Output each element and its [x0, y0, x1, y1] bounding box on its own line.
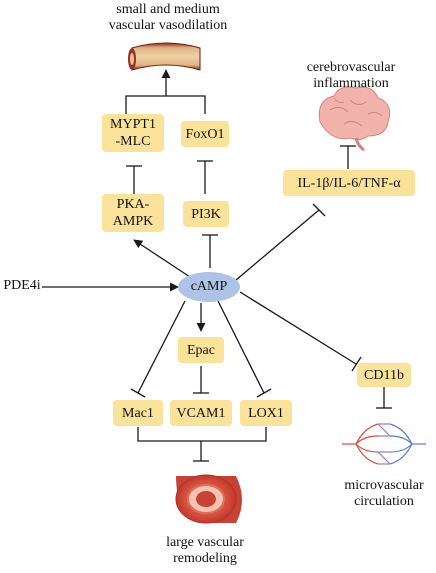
- link-mypt1-bracket: [125, 95, 206, 114]
- artery-cross-section-icon: [175, 474, 242, 524]
- inflammation-label: cerebrovascular inflammation: [306, 60, 396, 91]
- camp-node: cAMP: [178, 272, 240, 302]
- mac1-node: Mac1: [113, 400, 163, 426]
- pde4i-label: PDE4i: [3, 278, 41, 293]
- inhibit-camp-lox1: [217, 300, 265, 394]
- inhibit-camp-il: [235, 209, 320, 281]
- pka-ampk-node: PKA- AMPK: [102, 194, 164, 232]
- pi3k-node: PI3K: [183, 201, 229, 227]
- mypt1-mlc-node: MYPT1 -MLC: [102, 114, 164, 152]
- foxo1-node: FoxO1: [181, 121, 229, 147]
- inhibit-camp-cd11b: [239, 291, 357, 365]
- cytokine-node: IL-1β/IL-6/TNF-α: [283, 170, 415, 196]
- remodeling-label: large vascular remodeling: [166, 535, 244, 566]
- vessel-segment-icon: [128, 42, 201, 71]
- brain-icon: [318, 86, 391, 152]
- link-bottom-bracket: [137, 427, 267, 442]
- vasodilation-label: small and medium vascular vasodilation: [108, 2, 228, 33]
- arrow-camp-pka: [133, 239, 191, 278]
- vcam1-node: VCAM1: [170, 400, 232, 426]
- epac-node: Epac: [178, 337, 224, 363]
- microcirculation-label: microvascular circulation: [344, 478, 424, 509]
- lox1-node: LOX1: [240, 400, 292, 426]
- inhibit-camp-mac1: [137, 300, 186, 394]
- cd11b-node: CD11b: [357, 363, 411, 387]
- capillary-network-icon: [342, 423, 426, 465]
